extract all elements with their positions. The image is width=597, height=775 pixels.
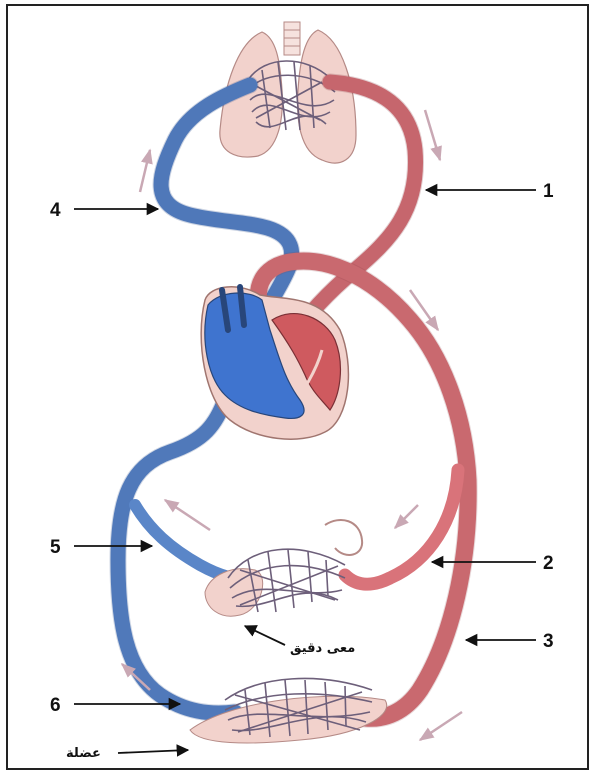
intestine-capillaries: [205, 520, 362, 616]
label-4: 4: [50, 200, 61, 221]
label-muscle: عضلة: [66, 746, 101, 761]
right-lung: [298, 30, 356, 163]
pointer-muscle: [118, 750, 188, 753]
label-5: 5: [50, 537, 61, 558]
label-2: 2: [543, 553, 554, 574]
label-3: 3: [543, 631, 554, 652]
intestinal-vein: [135, 505, 250, 578]
mesenteric-artery: [345, 470, 458, 584]
label-6: 6: [50, 695, 61, 716]
label-1: 1: [543, 181, 554, 202]
pointer-intestine: [245, 626, 285, 645]
label-intestine: معى دقيق: [290, 641, 355, 656]
